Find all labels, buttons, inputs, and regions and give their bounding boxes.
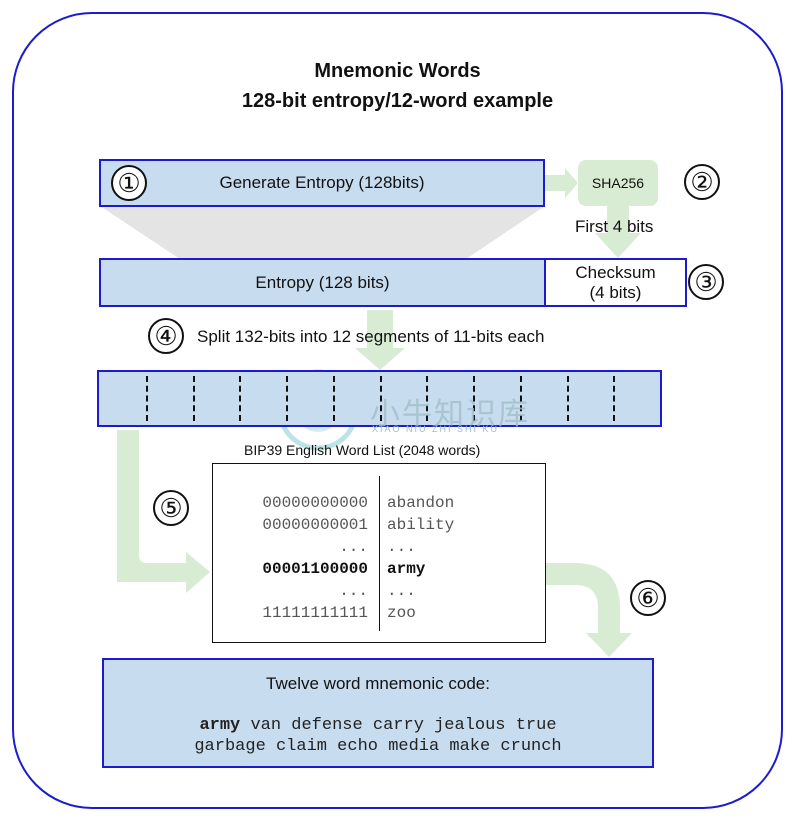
segment-divider [380, 376, 382, 421]
segment-divider [239, 376, 241, 421]
watermark-text: 小牛知识库 [370, 397, 530, 432]
wordlist-word: army [387, 560, 426, 578]
entropy-box: Entropy (128 bits) [99, 258, 546, 307]
wordlist-title: BIP39 English Word List (2048 words) [244, 442, 481, 458]
wordlist-word: abandon [387, 494, 455, 512]
wordlist-index: 00001100000 [262, 560, 368, 578]
entropy-funnel [100, 206, 545, 259]
arrow-to-wordlist [117, 430, 188, 582]
segment-divider [567, 376, 569, 421]
mnemonic-first-word: army [199, 716, 241, 735]
mnemonic-line-1: army van defense carry jealous true [199, 716, 556, 735]
segment-divider [333, 376, 335, 421]
wordlist-word: ... [387, 538, 416, 556]
wordlist-index: 00000000000 [262, 494, 368, 512]
checksum-bits-label: (4 bits) [589, 282, 642, 302]
entropy-label: Entropy (128 bits) [255, 272, 390, 292]
sha256-label: SHA256 [591, 175, 645, 191]
first-bits-label: First 4 bits [575, 217, 654, 236]
wordlist-word: ability [387, 516, 455, 534]
checksum-box: Checksum (4 bits) [544, 258, 687, 307]
split-label: Split 132-bits into 12 segments of 11-bi… [197, 327, 545, 346]
segment-divider [146, 376, 148, 421]
step-4-badge: ④ [148, 318, 184, 354]
segment-divider [613, 376, 615, 421]
mnemonic-line-2: garbage claim echo media make crunch [194, 737, 562, 756]
watermark-subtext: XIAO NIU ZHI SHI KU [372, 424, 500, 434]
generate-entropy-label: Generate Entropy (128bits) [219, 173, 425, 192]
wordlist-word: ... [387, 582, 416, 600]
segment-divider [286, 376, 288, 421]
wordlist-index: 11111111111 [262, 604, 368, 622]
segment-divider [193, 376, 195, 421]
mnemonic-box: Twelve word mnemonic code: army van defe… [102, 658, 654, 768]
step-3-badge: ③ [688, 264, 724, 300]
wordlist-divider [379, 476, 380, 631]
wordlist-table: 00000000000 abandon 00000000001 ability....… [212, 463, 546, 643]
segment-divider [426, 376, 428, 421]
step-6-badge: ⑥ [630, 580, 666, 616]
segment-divider [520, 376, 522, 421]
arrow-to-segments [367, 310, 393, 350]
step-2-badge: ② [684, 164, 720, 200]
arrow-to-sha [545, 175, 567, 191]
sha256-box: SHA256 [578, 160, 658, 206]
segment-divider [473, 376, 475, 421]
wordlist-index: ... [339, 538, 368, 556]
step-5-badge: ⑤ [153, 490, 189, 526]
outer-frame [12, 12, 783, 809]
wordlist-index: ... [339, 582, 368, 600]
wordlist-word: zoo [387, 604, 416, 622]
step-1-badge: ① [111, 165, 147, 201]
arrow-to-mnemonic [546, 563, 620, 635]
checksum-label: Checksum [575, 262, 656, 282]
mnemonic-line-1-rest: van defense carry jealous true [240, 716, 557, 735]
arrow-to-checksum [607, 205, 629, 235]
mnemonic-title: Twelve word mnemonic code: [266, 674, 490, 693]
diagram-subtitle: 128-bit entropy/12-word example [241, 90, 554, 112]
diagram-title: Mnemonic Words [314, 60, 481, 82]
generate-entropy-box: Generate Entropy (128bits) [99, 159, 545, 207]
segment-bar [97, 370, 662, 427]
wordlist-index: 00000000001 [262, 516, 368, 534]
